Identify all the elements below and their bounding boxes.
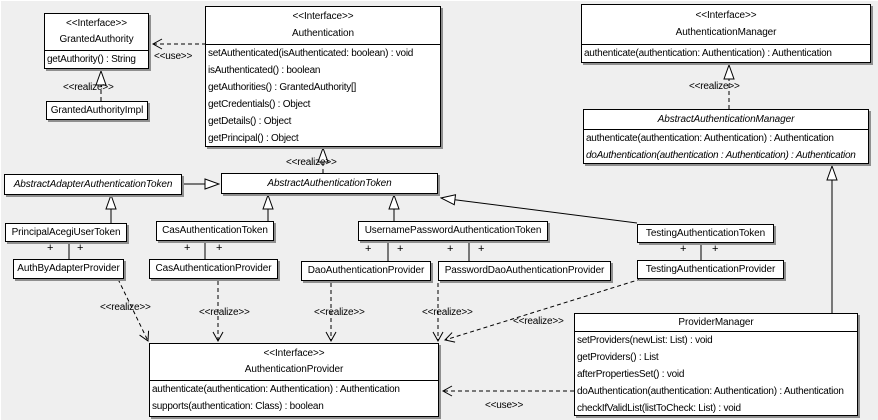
- class-name: AuthByAdapterProvider: [17, 263, 120, 274]
- edge-label-realize: <<realize>>: [513, 316, 564, 327]
- assoc-plus: +: [184, 242, 191, 254]
- method-abstract: doAuthentication(authentication : Authen…: [586, 150, 856, 161]
- class-name: PasswordDaoAuthenticationProvider: [444, 265, 605, 276]
- stereotype-label: <<Interface>>: [66, 18, 127, 29]
- stereotype-label: <<Interface>>: [263, 348, 325, 359]
- method-compartment: getAuthority() : String: [45, 51, 148, 68]
- class-name: PrincipalAcegiUserToken: [11, 226, 121, 238]
- method-compartment: authenticate(authentication: Authenticat…: [584, 130, 868, 164]
- class-name: CasAuthenticationToken: [162, 225, 268, 236]
- class-password-dao-authentication-provider[interactable]: PasswordDaoAuthenticationProvider: [438, 261, 611, 281]
- edge-label-use: <<use>>: [485, 400, 524, 411]
- class-authentication-provider[interactable]: <<Interface>> AuthenticationProvider aut…: [149, 343, 439, 417]
- class-name: AuthenticationManager: [675, 27, 777, 38]
- class-header: <<Interface>> AuthenticationProvider: [150, 344, 438, 381]
- class-abstract-authentication-manager[interactable]: AbstractAuthenticationManager authentica…: [583, 109, 869, 164]
- method: supports(authentication: Class) : boolea…: [152, 401, 324, 412]
- assoc-plus: +: [216, 242, 223, 254]
- method: getAuthorities() : GrantedAuthority[]: [208, 82, 357, 93]
- class-name: TestingAuthenticationProvider: [645, 263, 776, 275]
- class-authentication[interactable]: <<Interface>> Authentication setAuthenti…: [205, 6, 441, 147]
- method-compartment: authenticate(authentication: Authenticat…: [150, 381, 438, 415]
- class-dao-authentication-provider[interactable]: DaoAuthenticationProvider: [301, 261, 431, 281]
- class-name: TestingAuthenticationToken: [645, 227, 766, 239]
- method-compartment: setProviders(newList: List) : void getPr…: [575, 332, 857, 417]
- stereotype-label: <<Interface>>: [695, 10, 757, 21]
- method: authenticate(authentication: Authenticat…: [586, 133, 834, 144]
- edge-gen-testingtoken: [441, 198, 638, 224]
- method: doAuthentication(authentication: Authent…: [577, 386, 844, 397]
- edge-label-realize: <<realize>>: [100, 302, 151, 313]
- method: getProviders() : List: [577, 352, 659, 363]
- class-name: AbstractAuthenticationToken: [267, 177, 392, 189]
- class-header: <<Interface>> GrantedAuthority: [45, 14, 148, 51]
- method: getCredentials() : Object: [208, 99, 311, 110]
- assoc-plus: +: [447, 243, 454, 255]
- assoc-plus: +: [77, 242, 84, 254]
- class-name: GrantedAuthority: [59, 34, 134, 45]
- assoc-plus: +: [712, 243, 719, 255]
- class-header: <<Interface>> Authentication: [206, 7, 440, 45]
- edge-label-realize: <<realize>>: [422, 307, 473, 318]
- method: authenticate(authentication: Authenticat…: [152, 384, 400, 395]
- class-header: ProviderManager: [575, 314, 857, 332]
- method: getPrincipal() : Object: [208, 133, 299, 144]
- class-name: AbstractAuthenticationManager: [657, 113, 795, 125]
- edge-label-realize: <<realize>>: [63, 82, 114, 93]
- assoc-plus: +: [680, 243, 687, 255]
- class-cas-authentication-provider[interactable]: CasAuthenticationProvider: [149, 259, 278, 279]
- class-name: Authentication: [292, 27, 354, 39]
- class-abstract-adapter-authentication-token[interactable]: AbstractAdapterAuthenticationToken: [4, 174, 182, 195]
- class-name: UsernamePasswordAuthenticationToken: [364, 225, 542, 236]
- class-name: CasAuthenticationProvider: [155, 263, 272, 274]
- class-name: DaoAuthenticationProvider: [307, 265, 425, 276]
- method: checkIfValidList(listToCheck: List) : vo…: [577, 403, 741, 414]
- class-abstract-authentication-token[interactable]: AbstractAuthenticationToken: [221, 173, 438, 194]
- class-granted-authority-impl[interactable]: GrantedAuthorityImpl: [46, 101, 148, 120]
- class-auth-by-adapter-provider[interactable]: AuthByAdapterProvider: [13, 259, 124, 279]
- method: authenticate(authentication: Authenticat…: [584, 48, 832, 59]
- class-granted-authority[interactable]: <<Interface>> GrantedAuthority getAuthor…: [44, 13, 149, 69]
- class-cas-authentication-token[interactable]: CasAuthenticationToken: [156, 221, 274, 241]
- class-testing-authentication-token[interactable]: TestingAuthenticationToken: [637, 224, 774, 243]
- method: isAuthenticated() : boolean: [208, 65, 321, 76]
- class-name: GrantedAuthorityImpl: [50, 104, 144, 116]
- method-compartment: authenticate(authentication: Authenticat…: [582, 45, 870, 62]
- class-name: AuthenticationProvider: [244, 364, 344, 375]
- class-username-password-authentication-token[interactable]: UsernamePasswordAuthenticationToken: [358, 221, 548, 241]
- assoc-plus: +: [397, 243, 404, 255]
- assoc-plus: +: [365, 243, 372, 255]
- edge-label-realize: <<realize>>: [314, 307, 365, 318]
- class-header: AbstractAuthenticationManager: [584, 110, 868, 130]
- assoc-plus: +: [478, 243, 485, 255]
- method: setAuthenticated(isAuthenticated: boolea…: [208, 48, 414, 59]
- edge-label-use: <<use>>: [154, 51, 193, 62]
- method-compartment: setAuthenticated(isAuthenticated: boolea…: [206, 45, 440, 147]
- class-authentication-manager[interactable]: <<Interface>> AuthenticationManager auth…: [581, 4, 871, 63]
- method: setProviders(newList: List) : void: [577, 335, 713, 346]
- stereotype-label: <<Interface>>: [292, 11, 354, 23]
- edge-label-realize: <<realize>>: [689, 81, 740, 92]
- assoc-plus: +: [47, 242, 54, 254]
- edge-label-realize: <<realize>>: [199, 307, 250, 318]
- class-testing-authentication-provider[interactable]: TestingAuthenticationProvider: [637, 260, 784, 279]
- class-header: <<Interface>> AuthenticationManager: [582, 5, 870, 45]
- method: getAuthority() : String: [47, 54, 136, 65]
- method: afterPropertiesSet() : void: [577, 369, 685, 380]
- method: getDetails() : Object: [208, 116, 292, 127]
- class-principal-acegi-user-token[interactable]: PrincipalAcegiUserToken: [5, 223, 127, 242]
- class-provider-manager[interactable]: ProviderManager setProviders(newList: Li…: [574, 313, 858, 416]
- class-name: ProviderManager: [678, 316, 754, 328]
- class-name: AbstractAdapterAuthenticationToken: [13, 178, 173, 190]
- edge-label-realize: <<realize>>: [286, 157, 337, 168]
